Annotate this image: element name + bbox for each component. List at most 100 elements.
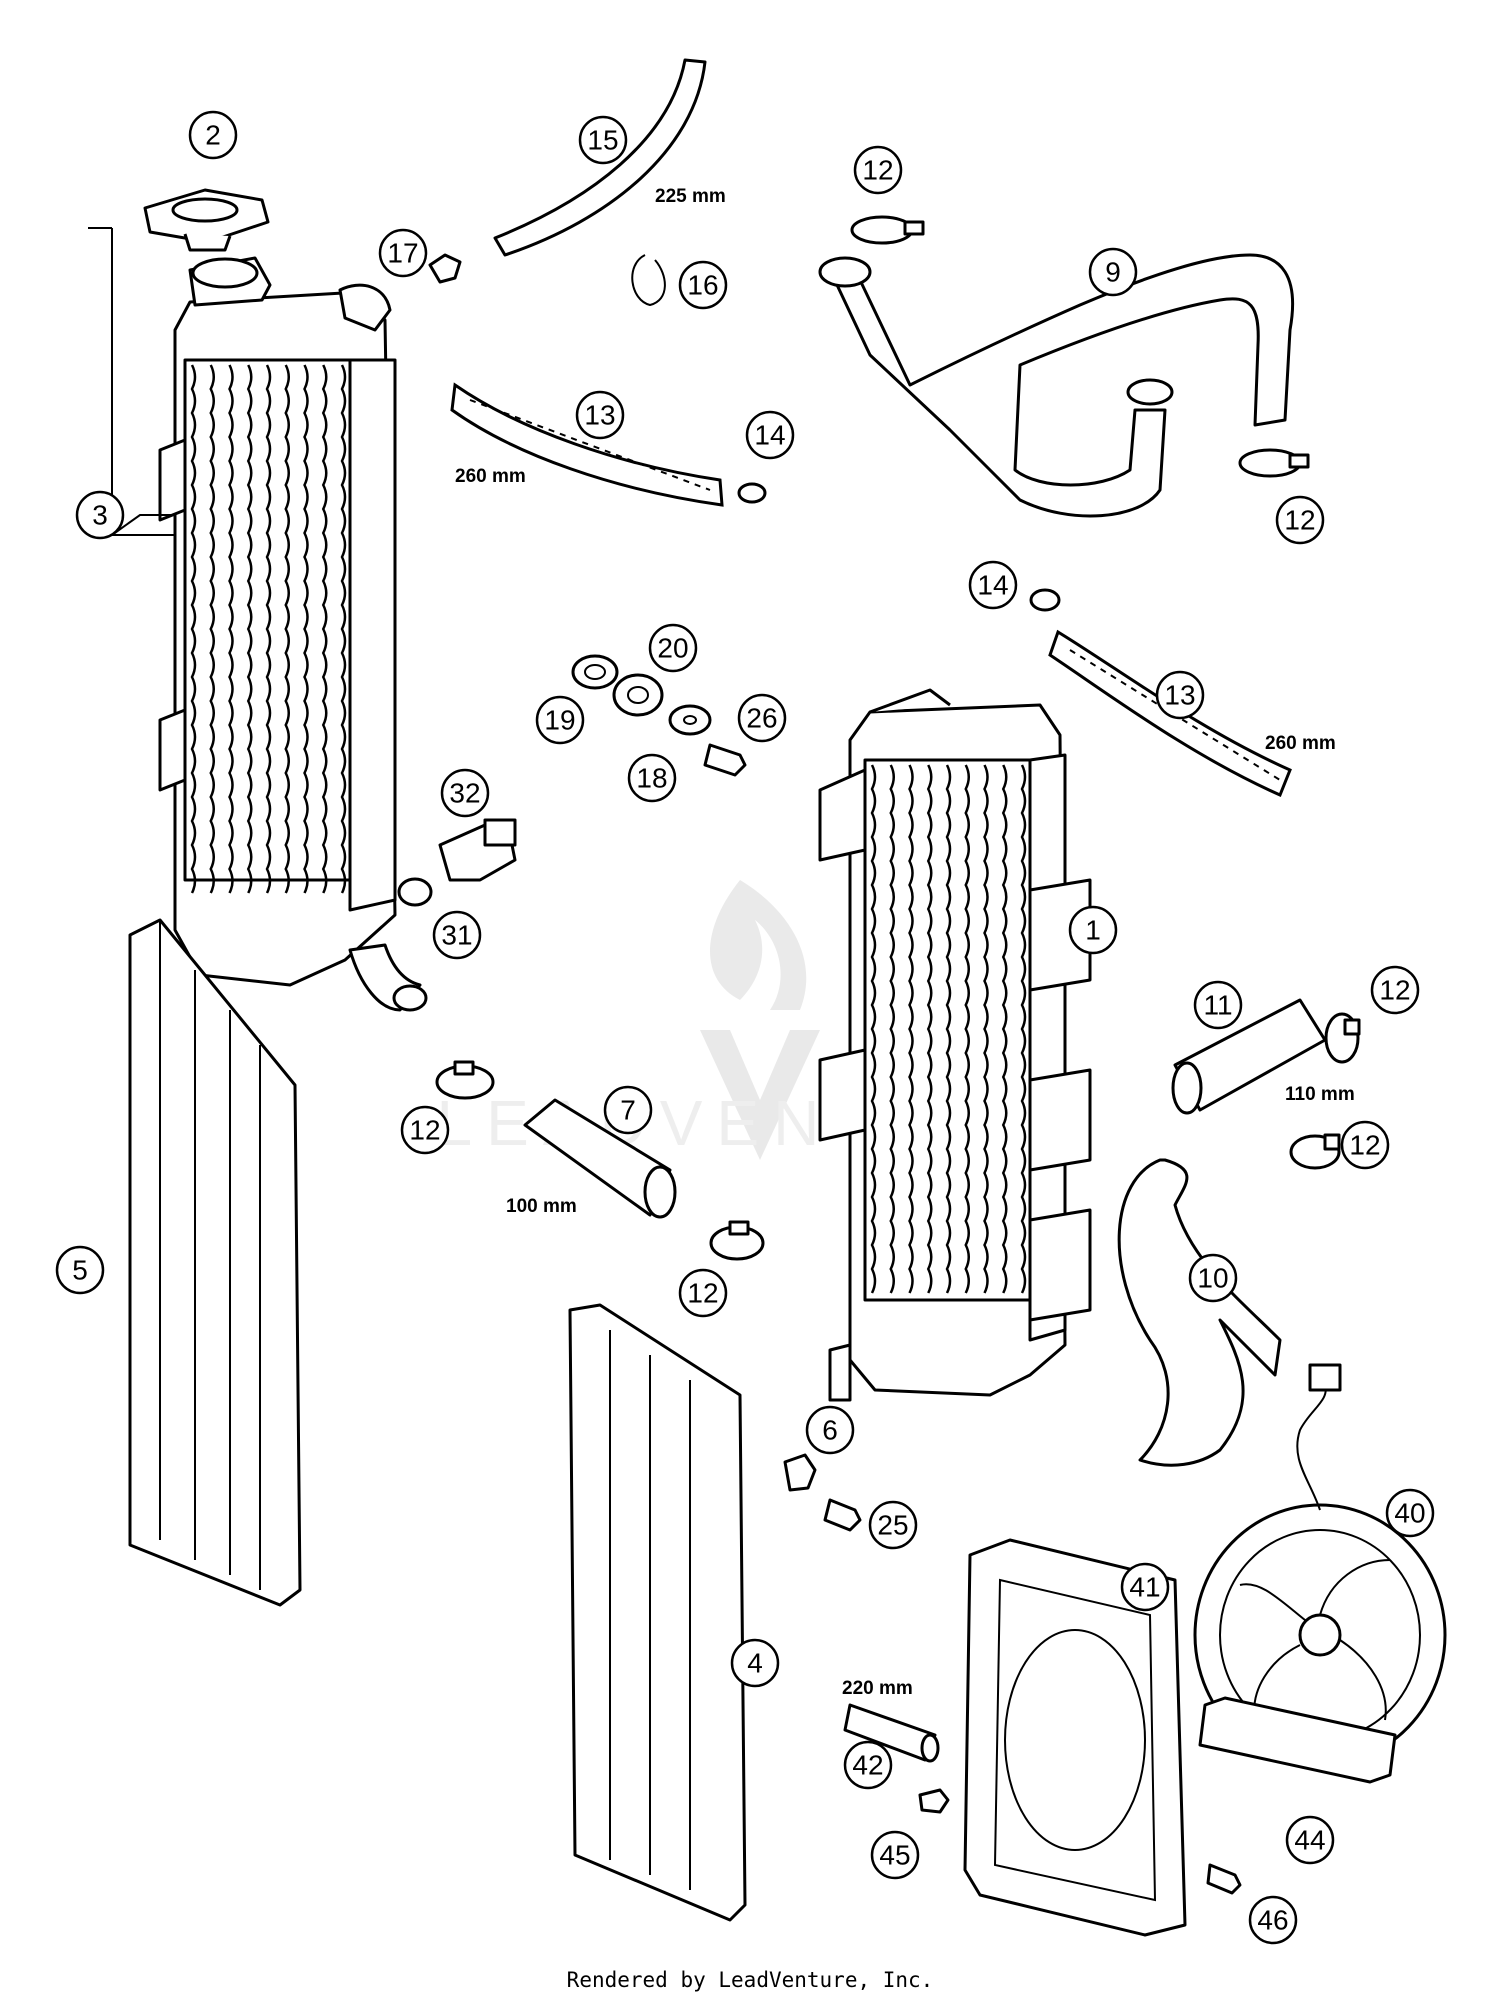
callout-13: 13 (1155, 670, 1205, 720)
mounting-bolt (703, 743, 747, 777)
callout-label: 15 (587, 125, 618, 156)
callout-circle (843, 1740, 893, 1790)
callout-label: 12 (687, 1278, 718, 1309)
callout-label: 40 (1394, 1498, 1425, 1529)
callout-18: 18 (627, 753, 677, 803)
callout-label: 12 (1379, 975, 1410, 1006)
callout-circle (745, 410, 795, 460)
callout-circle (188, 110, 238, 160)
small-bolt (428, 253, 462, 284)
callout-label: 44 (1294, 1825, 1325, 1856)
callout-25: 25 (868, 1500, 918, 1550)
callout-15: 15 (578, 115, 628, 165)
callout-12: 12 (1275, 495, 1325, 545)
callout-10: 10 (1188, 1253, 1238, 1303)
callout-label: 25 (877, 1510, 908, 1541)
callout-circle (730, 1638, 780, 1688)
callout-circle (1285, 1815, 1335, 1865)
callout-label: 12 (409, 1115, 440, 1146)
o-ring (397, 877, 433, 907)
callout-label: 20 (657, 633, 688, 664)
callout-label: 14 (754, 420, 785, 451)
radiator-fin (246, 364, 253, 894)
callout-label: 46 (1257, 1905, 1288, 1936)
frame-screw-right (1206, 1863, 1242, 1895)
callout-circle (378, 228, 428, 278)
callout-circle (853, 145, 903, 195)
callout-label: 12 (862, 155, 893, 186)
callout-label: 45 (879, 1840, 910, 1871)
temperature-switch (438, 818, 517, 882)
callout-circle (1275, 495, 1325, 545)
callout-circle (1340, 1120, 1390, 1170)
leader-lines (88, 227, 175, 536)
callout-group: 1234567910111212121212121313141415161718… (55, 110, 1435, 1945)
callout-14: 14 (745, 410, 795, 460)
callout-label: 13 (584, 400, 615, 431)
radiator-cap (143, 188, 270, 252)
fan-frame (963, 1538, 1187, 1937)
callout-circle (648, 623, 698, 673)
callout-31: 31 (432, 910, 482, 960)
hose-clamp-top-right (1238, 448, 1310, 478)
radiator-fin (1001, 764, 1008, 1294)
callout-4: 4 (730, 1638, 780, 1688)
callout-41: 41 (1120, 1562, 1170, 1612)
callout-label: 42 (852, 1750, 883, 1781)
callout-circle (1088, 247, 1138, 297)
callout-12: 12 (678, 1268, 728, 1318)
callout-circle (1068, 905, 1118, 955)
callout-label: 1 (1085, 915, 1101, 946)
callout-7: 7 (603, 1085, 653, 1135)
callout-1: 1 (1068, 905, 1118, 955)
callout-19: 19 (535, 695, 585, 745)
callout-label: 17 (387, 238, 418, 269)
callout-circle (870, 1830, 920, 1880)
right-shroud (568, 1303, 747, 1922)
callout-label: 26 (746, 703, 777, 734)
hose-clamp-left (435, 1060, 495, 1100)
callout-circle (627, 753, 677, 803)
callout-12: 12 (400, 1105, 450, 1155)
callout-14: 14 (968, 560, 1018, 610)
radiator-fin (983, 764, 989, 1294)
radiator-fin (209, 364, 215, 894)
dimension-labels: 225 mm 260 mm 260 mm 110 mm 100 mm 220 m… (455, 186, 1355, 1699)
hose-clamp-center (709, 1220, 765, 1261)
callout-circle (968, 560, 1018, 610)
y-hose (818, 253, 1295, 518)
dim-hose-13-right: 260 mm (1265, 733, 1336, 754)
clip-nut (783, 1453, 817, 1492)
callout-label: 19 (544, 705, 575, 736)
watermark-v-icon (700, 1030, 820, 1160)
radiator-fin (190, 364, 197, 894)
callout-circle (535, 695, 585, 745)
hose-clamp-right-1 (1324, 1012, 1361, 1064)
callout-label: 12 (1284, 505, 1315, 536)
callout-circle (440, 768, 490, 818)
callout-17: 17 (378, 228, 428, 278)
callout-circle (1370, 965, 1420, 1015)
flat-washer (668, 704, 712, 736)
callout-label: 9 (1105, 257, 1121, 288)
hose-clip-left (737, 482, 767, 504)
callout-label: 31 (441, 920, 472, 951)
callout-circle (1188, 1253, 1238, 1303)
dim-hose-11: 110 mm (1285, 1084, 1355, 1105)
callout-circle (55, 1245, 105, 1295)
radiator-fin (908, 764, 914, 1294)
callout-12: 12 (1370, 965, 1420, 1015)
callout-circle (75, 490, 125, 540)
callout-12: 12 (1340, 1120, 1390, 1170)
callout-44: 44 (1285, 1815, 1335, 1865)
callout-circle (868, 1500, 918, 1550)
callout-5: 5 (55, 1245, 105, 1295)
callout-9: 9 (1088, 247, 1138, 297)
callout-circle (575, 390, 625, 440)
callout-45: 45 (870, 1830, 920, 1880)
radiator-fin (303, 364, 309, 894)
callout-circle (1385, 1488, 1435, 1538)
callout-12: 12 (853, 145, 903, 195)
dim-hose-13-left: 260 mm (455, 466, 526, 487)
callout-label: 14 (977, 570, 1008, 601)
